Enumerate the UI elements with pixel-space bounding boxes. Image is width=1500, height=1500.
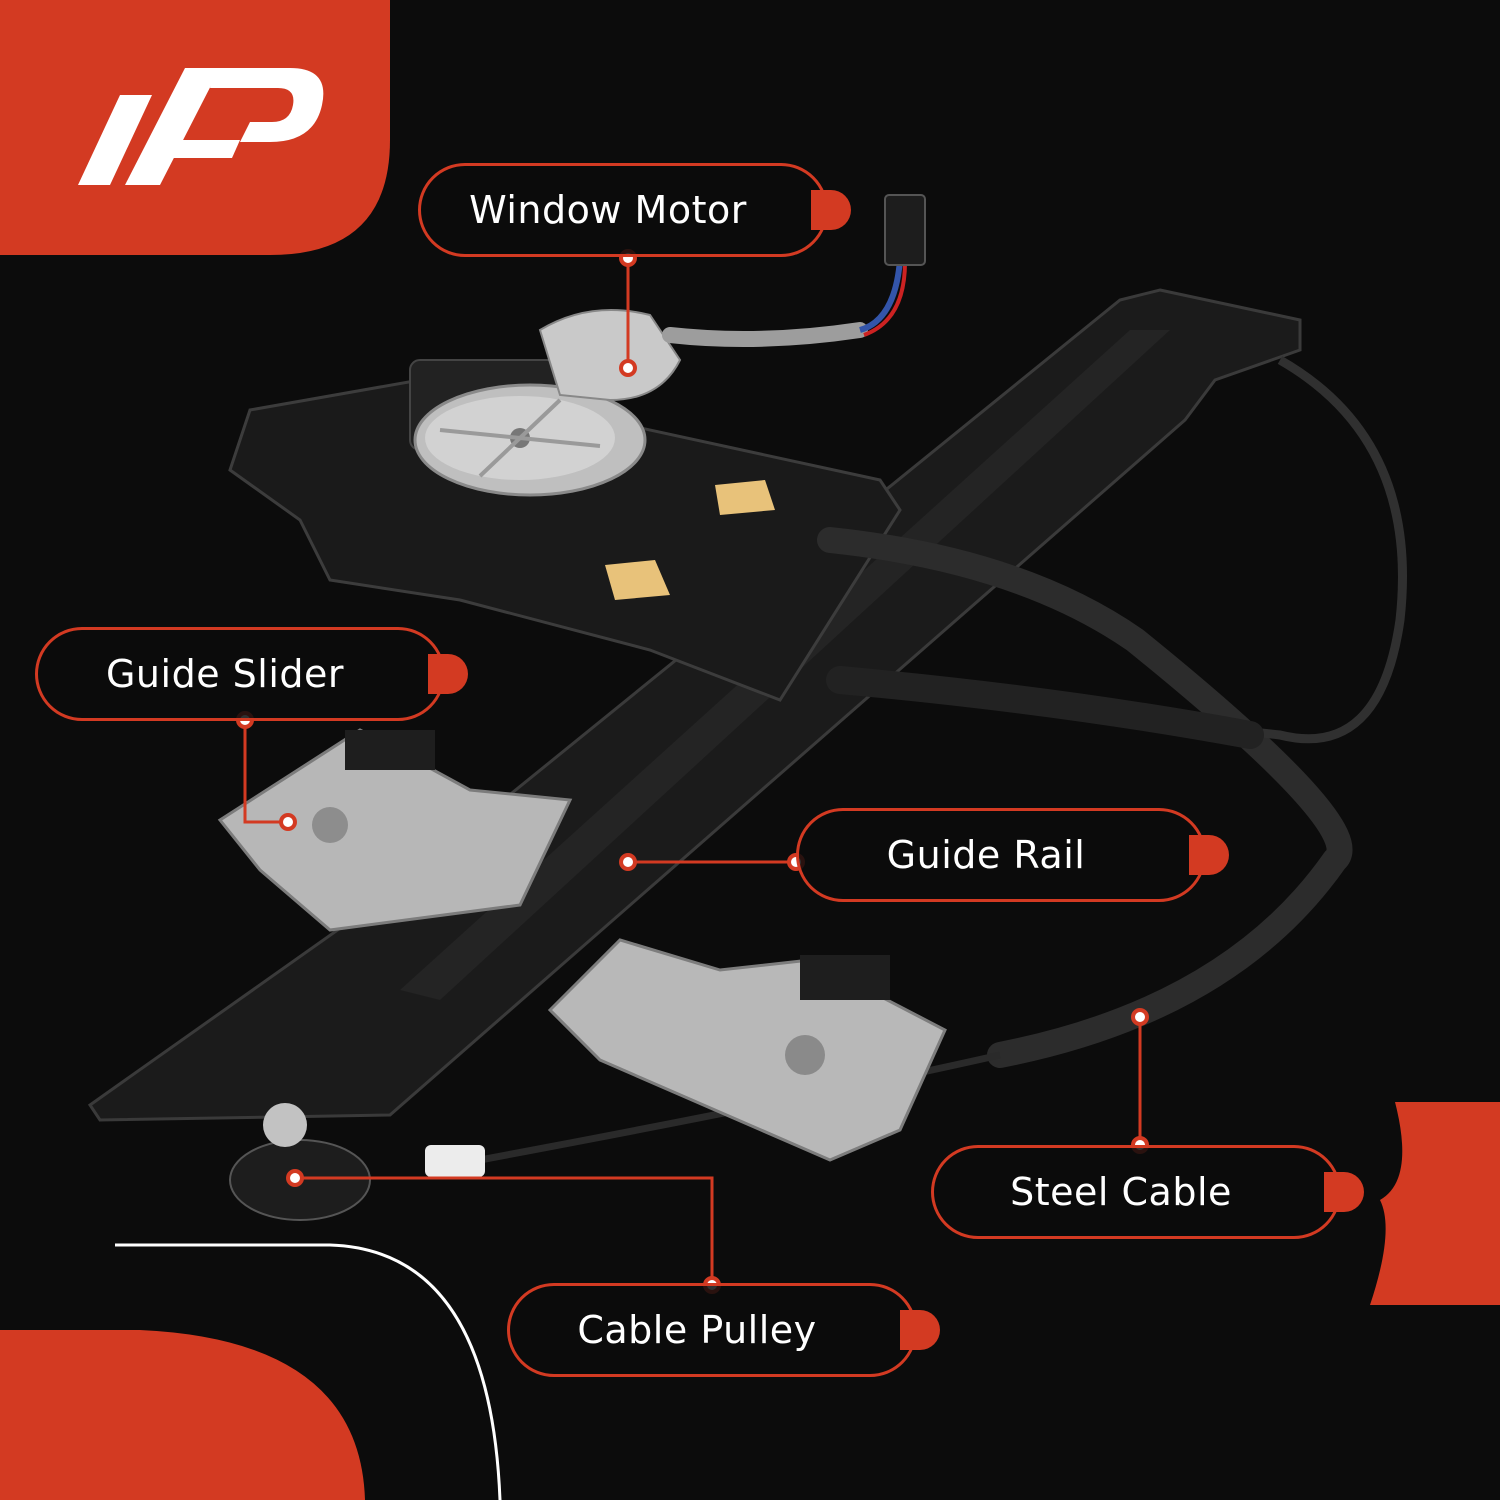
callout-label: Guide Rail [886,833,1086,877]
window-motor [409,309,682,497]
motor-wire [662,322,868,347]
brand-logo [78,68,324,185]
callout-label: Steel Cable [1010,1170,1232,1214]
wire-connector [884,194,926,266]
callout-label: Window Motor [469,188,747,232]
callout-steel-cable: Steel Cable [931,1145,1364,1239]
bottom-left-outline-arc [115,1243,502,1500]
leader-lines [243,258,1142,1285]
callout-cap [428,654,468,694]
callout-window-motor: Window Motor [418,163,851,257]
guide-slider-upper [217,728,573,932]
wire-leads [859,259,903,333]
callout-cap [1189,835,1229,875]
callout-cap [900,1310,940,1350]
callout-cap [811,190,851,230]
guide-slider-lower [547,938,947,1162]
plate-slider-clip [715,480,775,515]
right-corner-shape [1370,1102,1500,1305]
callout-guide-slider: Guide Slider [35,627,468,721]
callout-cable-pulley: Cable Pulley [507,1283,940,1377]
callout-label: Cable Pulley [577,1308,817,1352]
steel-cable-conduit [817,527,1353,1068]
callout-cap [1324,1172,1364,1212]
cable-pulley [229,1103,485,1221]
bottom-left-corner-shape [0,1330,365,1500]
top-left-corner-shape [0,0,390,255]
motor-plate [228,378,902,702]
callout-guide-rail: Guide Rail [796,808,1229,902]
callout-label: Guide Slider [105,652,345,696]
